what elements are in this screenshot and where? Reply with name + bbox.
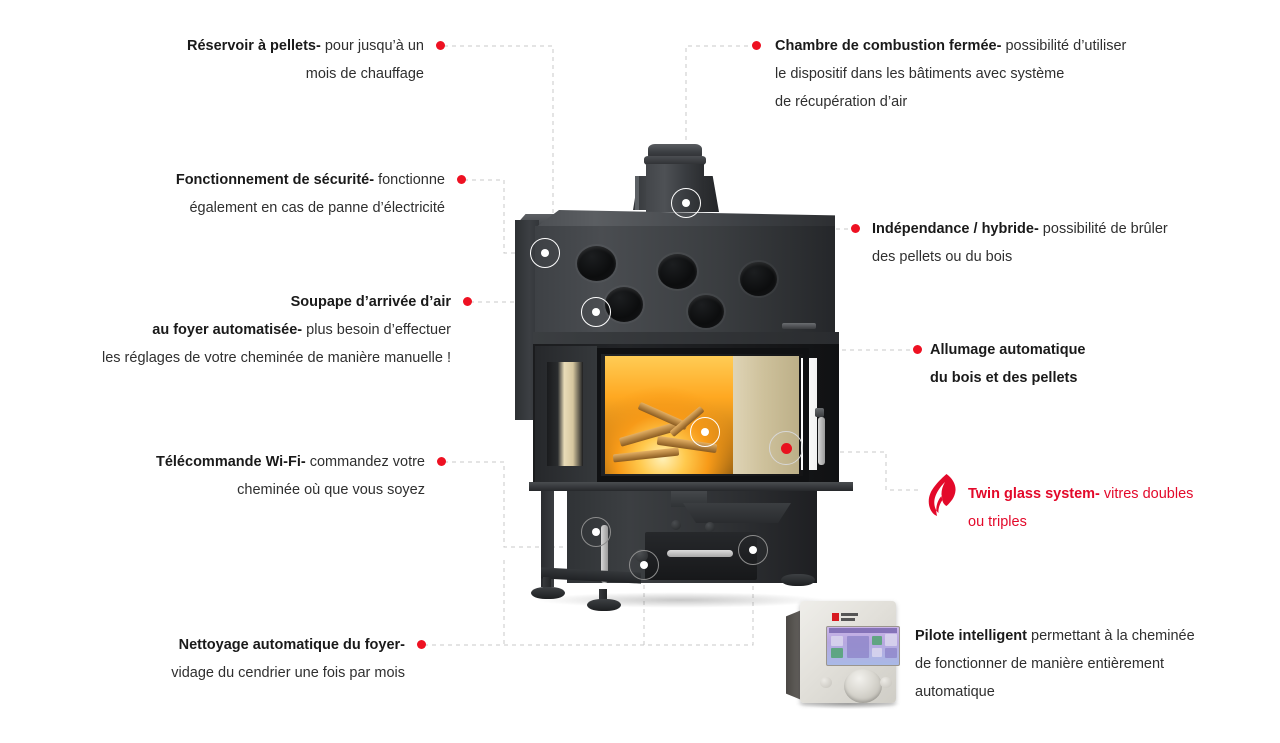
leveling-foot-right (781, 574, 815, 586)
callout-pilote-intelligent: Pilote intelligent permettant à la chemi… (915, 622, 1275, 706)
leveling-foot-mid (587, 599, 621, 611)
callout-line: Soupape d’arrivée d’air (290, 294, 451, 310)
callout-soupape-arrivee-air: Soupape d’arrivée d’air au foyer automat… (0, 288, 451, 372)
bullet-dot-chambre (752, 41, 761, 50)
callout-line: ou triples (968, 514, 1027, 530)
vent-hole-5 (688, 295, 724, 328)
callout-line: vidage du cendrier une fois par mois (171, 665, 405, 681)
vent-hole-3 (740, 262, 777, 296)
lcd-tile-1 (831, 636, 843, 646)
callout-line: de fonctionner de manière entièrement (915, 656, 1165, 672)
firebox-left-door-glass (547, 362, 583, 466)
pedestal-left-hotspot-icon[interactable] (581, 517, 611, 547)
callout-line: de récupération d’air (775, 94, 908, 110)
firebox-glass-hotspot-icon[interactable] (690, 417, 720, 447)
vent-hole-1 (577, 246, 616, 281)
callout-line: également en cas de panne d’électricité (189, 200, 445, 216)
bullet-dot-allumage (913, 345, 922, 354)
controller-brand-logo (832, 613, 858, 622)
bullet-dot-soupape (463, 297, 472, 306)
controller-rotary-knob[interactable] (844, 669, 882, 703)
flue-left-edge (635, 176, 639, 210)
firebox-door-frame (595, 348, 809, 482)
callout-line: le dispositif dans les bâtiments avec sy… (775, 66, 1065, 82)
callout-line: Nettoyage automatique du foyer- (178, 637, 405, 653)
twin-glass-hotspot-icon[interactable] (769, 431, 803, 465)
callout-independance-hybride: Indépendance / hybride- possibilité de b… (872, 215, 1272, 271)
product-shadow (535, 592, 825, 608)
hopper-top-slab (535, 210, 835, 228)
callout-line: les réglages de votre cheminée de manièr… (101, 350, 451, 366)
callout-nettoyage-automatique: Nettoyage automatique du foyer- vidage d… (0, 631, 405, 687)
callout-line: mois de chauffage (305, 66, 424, 82)
controller-menu-button[interactable] (880, 677, 892, 688)
foot-stem-mid (599, 589, 607, 603)
callout-line: Chambre de combustion fermée- possibilit… (775, 38, 1127, 54)
callout-line: Allumage automatique (930, 342, 1086, 358)
bullet-dot-wifi (437, 457, 446, 466)
bullet-dot-securite (457, 175, 466, 184)
left-leg-rail (541, 491, 554, 587)
lcd-tile-3 (872, 636, 882, 645)
ash-pan-hotspot-icon[interactable] (629, 550, 659, 580)
callout-line: Indépendance / hybride- possibilité de b… (872, 221, 1168, 237)
callout-line: des pellets ou du bois (872, 249, 1013, 265)
callout-telecommande-wifi: Télécommande Wi-Fi- commandez votre chem… (0, 448, 425, 504)
hearth-lip (529, 482, 853, 491)
controller-side-panel (786, 609, 804, 701)
callout-line: Télécommande Wi-Fi- commandez votre (155, 454, 425, 470)
bullet-dot-nettoyage (417, 640, 426, 649)
bullet-dot-reservoir (436, 41, 445, 50)
controller-start-stop-button[interactable] (820, 677, 832, 688)
air-control-rod-top (782, 323, 816, 329)
left-vertical-rod (601, 525, 608, 583)
lcd-title-bar (829, 628, 897, 633)
lcd-tile-2 (831, 648, 843, 658)
callout-chambre-combustion: Chambre de combustion fermée- possibilit… (775, 32, 1275, 116)
firebox-top-rail (533, 332, 839, 346)
lcd-diagram (847, 636, 869, 658)
leveling-foot-left (531, 587, 565, 599)
bullet-dot-independance (851, 224, 860, 233)
callout-line: Réservoir à pellets- pour jusqu’à un (187, 38, 424, 54)
ash-door-right-hotspot-icon[interactable] (738, 535, 768, 565)
flue-hotspot-icon[interactable] (671, 188, 701, 218)
pedestal-slope (683, 503, 791, 523)
pedestal-screw-2 (705, 522, 715, 532)
lcd-tile-4 (872, 648, 882, 657)
callout-line: du bois et des pellets (930, 370, 1078, 386)
callout-line: Fonctionnement de sécurité- fonctionne (175, 172, 445, 188)
callout-allumage-automatique: Allumage automatique du bois et des pell… (930, 336, 1260, 392)
callout-line: automatique (915, 684, 995, 700)
lcd-tile-5 (885, 634, 897, 646)
callout-reservoir-pellets: Réservoir à pellets- pour jusqu’à un moi… (0, 32, 424, 88)
vent-hole-2 (658, 254, 697, 289)
callout-fonctionnement-securite: Fonctionnement de sécurité- fonctionne é… (0, 166, 445, 222)
vent-hole-4 (605, 287, 643, 322)
smart-controller-device (786, 595, 906, 709)
door-handle-base (815, 408, 824, 417)
hopper-body-hotspot-icon[interactable] (581, 297, 611, 327)
foot-stem-left (543, 577, 551, 591)
callout-twin-glass-system: Twin glass system- vitres doubles ou tri… (968, 480, 1278, 536)
controller-front-panel (800, 601, 900, 703)
fireplace-product-image (495, 140, 865, 620)
callout-line: Twin glass system- vitres doubles (968, 486, 1194, 502)
callout-line: Pilote intelligent permettant à la chemi… (915, 628, 1195, 644)
controller-lcd-screen (826, 626, 900, 666)
callout-line: cheminée où que vous soyez (237, 482, 425, 498)
callout-line: au foyer automatisée- plus besoin d’effe… (152, 322, 451, 338)
hopper-left-hotspot-icon[interactable] (530, 238, 560, 268)
flame-icon (928, 474, 956, 516)
ash-pan-handle (667, 550, 733, 557)
flue-collar (644, 156, 706, 165)
lcd-tile-6 (885, 648, 897, 658)
pedestal-screw-1 (671, 520, 681, 530)
door-handle-rod (818, 417, 825, 465)
controller-shadow (796, 699, 900, 709)
